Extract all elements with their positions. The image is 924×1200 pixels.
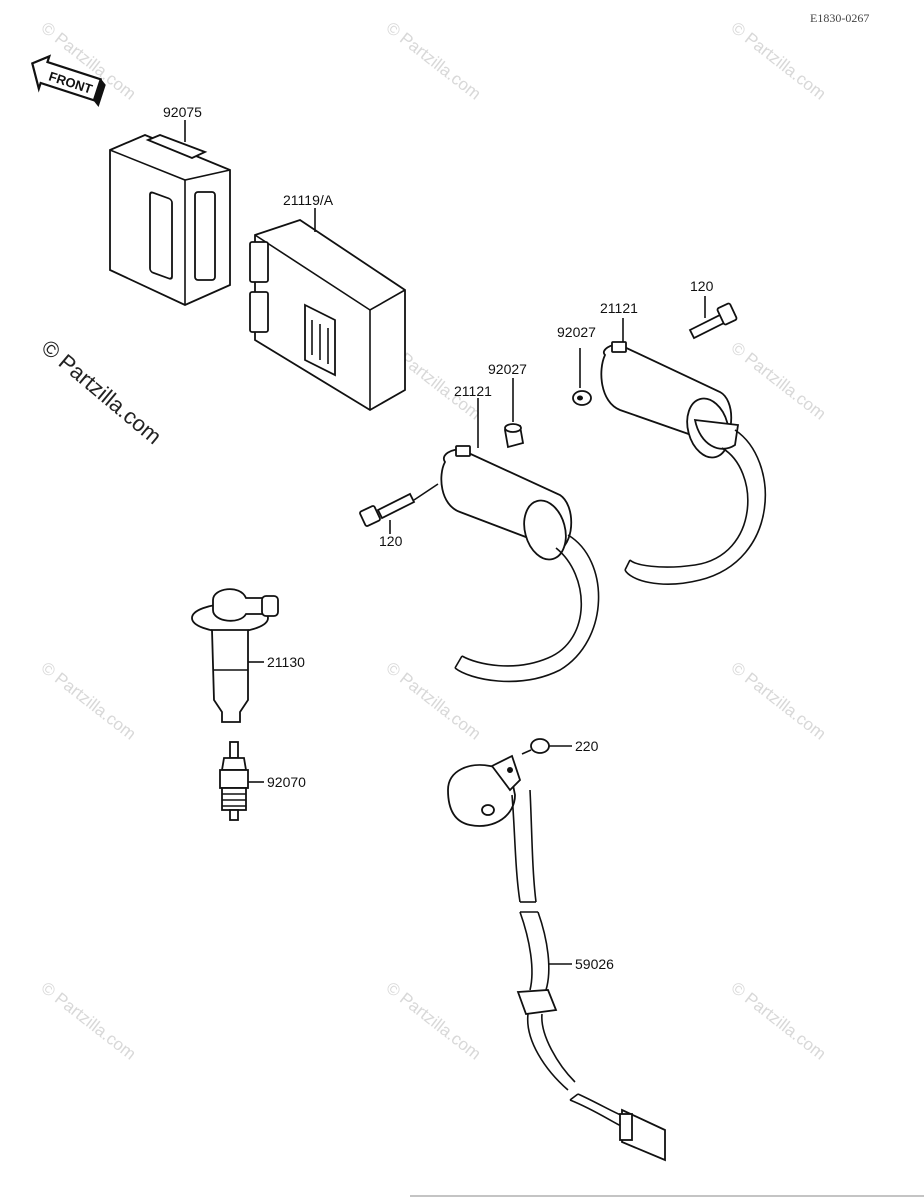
part-label-220[interactable]: 220 [575,738,599,754]
part-label-92075[interactable]: 92075 [163,104,202,120]
watermark: © Partzilla.com [383,978,485,1064]
bolt-120-lower [359,483,439,527]
bolt-120-upper [688,302,738,340]
watermark: © Partzilla.com [728,978,830,1064]
plug-cap-21130 [191,588,279,723]
pickup-coil-59026 [447,754,666,1162]
spacer-92027-lower [503,423,525,449]
spark-plug-92070 [219,741,249,821]
part-label-92027-upper[interactable]: 92027 [557,324,596,340]
part-label-21121-upper[interactable]: 21121 [600,300,638,316]
ignition-coil-lower [440,445,600,683]
watermark: © Partzilla.com [38,978,140,1064]
spacer-92027-upper [572,390,592,406]
part-label-92027-lower[interactable]: 92027 [488,361,527,377]
watermark: © Partzilla.com [383,658,485,744]
part-label-92070[interactable]: 92070 [267,774,306,790]
rubber-holder-92075 [109,134,231,306]
watermark: © Partzilla.com [383,18,485,104]
part-label-120-lower[interactable]: 120 [379,533,403,549]
igniter-21119a [249,219,406,412]
screw-220 [521,738,550,755]
watermark: © Partzilla.com [38,658,140,744]
part-label-21119a[interactable]: 21119/A [283,192,334,208]
diagram-code: E1830-0267 [810,11,869,25]
part-label-21121-lower[interactable]: 21121 [454,383,492,399]
part-label-59026[interactable]: 59026 [575,956,614,972]
part-label-120-upper[interactable]: 120 [690,278,714,294]
watermark: © Partzilla.com [728,338,830,424]
side-watermark: © Partzilla.com [37,335,167,449]
watermark: © Partzilla.com [728,18,830,104]
watermark: © Partzilla.com [728,658,830,744]
part-label-21130[interactable]: 21130 [267,654,305,670]
ignition-coil-upper [600,341,767,585]
